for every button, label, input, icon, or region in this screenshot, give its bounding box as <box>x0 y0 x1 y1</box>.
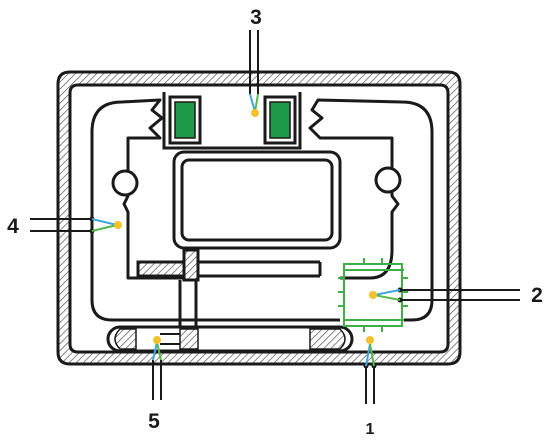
sensor-3 <box>249 30 259 117</box>
sensor-2 <box>369 287 520 303</box>
callout-label-3: 3 <box>250 6 262 29</box>
sensor-1 <box>363 336 377 404</box>
callout-label-4: 4 <box>7 215 19 238</box>
callout-label-2: 2 <box>531 284 543 307</box>
central-cavity <box>172 150 342 250</box>
ic-chip <box>338 258 408 332</box>
sensor-4 <box>30 216 122 234</box>
lower-partition <box>136 248 322 330</box>
sensor-5 <box>152 336 162 400</box>
mounting-hole-right <box>374 166 402 194</box>
outer-housing-wall <box>56 70 462 366</box>
green-block-right <box>263 95 297 145</box>
callout-label-5: 5 <box>148 410 160 433</box>
callout-label-1: 1 <box>366 421 375 438</box>
mounting-hole-left <box>111 169 139 197</box>
inner-frame <box>90 98 434 322</box>
bottom-rail <box>106 325 354 353</box>
green-block-left <box>168 95 202 145</box>
top-port-frame <box>162 92 302 150</box>
